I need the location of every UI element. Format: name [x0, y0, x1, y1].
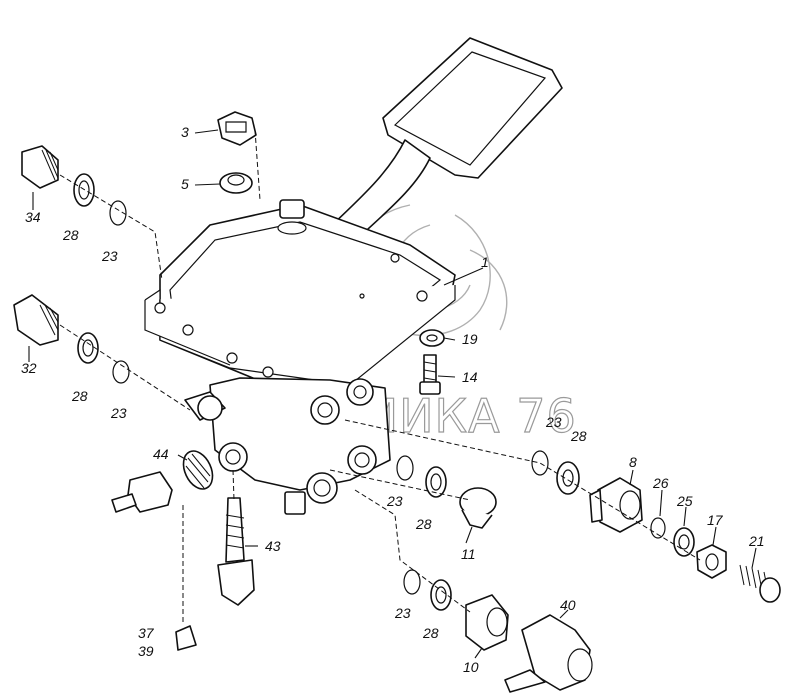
washer-23-middle — [396, 455, 414, 481]
callout-11: 11 — [461, 546, 476, 562]
callout-strokes — [28, 129, 757, 659]
cap-part-37-39 — [175, 625, 197, 651]
washer-part-19 — [419, 329, 445, 347]
nut-part-17 — [696, 544, 727, 579]
spring-fitting-part-21 — [739, 564, 781, 603]
callout-28-middle: 28 — [415, 516, 432, 532]
nut-part-3 — [217, 111, 257, 146]
washer-23-left-upper — [109, 200, 127, 226]
callout-10: 10 — [463, 659, 479, 675]
callout-43: 43 — [265, 538, 281, 554]
callout-28-left-upper: 28 — [62, 227, 79, 243]
washer-23-right — [531, 450, 549, 476]
callout-21: 21 — [748, 533, 765, 549]
callout-23-left-lower: 23 — [110, 405, 127, 421]
washer-part-26 — [650, 517, 666, 539]
callout-37: 37 — [138, 625, 155, 641]
washer-part-5 — [219, 172, 253, 194]
callout-28-left-lower: 28 — [71, 388, 88, 404]
callout-5: 5 — [181, 176, 189, 192]
washer-28-left-upper — [73, 173, 95, 207]
leader-lines — [59, 129, 701, 625]
callout-8: 8 — [629, 454, 637, 470]
fitting-part-32 — [13, 294, 59, 346]
callout-3: 3 — [181, 124, 189, 140]
callout-23-lower: 23 — [394, 605, 411, 621]
bolt-part-14 — [419, 354, 441, 395]
plug-fitting — [111, 471, 173, 513]
callout-34: 34 — [25, 209, 41, 225]
filter-part-44 — [182, 450, 214, 490]
callout-39: 39 — [138, 643, 154, 659]
washer-28-middle — [425, 466, 447, 498]
washer-23-lower — [403, 569, 421, 595]
washer-28-right — [556, 461, 580, 495]
valve-housing — [144, 199, 456, 515]
union-nut-part-10 — [465, 594, 509, 651]
callout-labels: 3 5 1 19 14 34 28 23 32 28 23 44 43 37 3… — [21, 124, 765, 675]
callout-32: 32 — [21, 360, 37, 376]
callout-23-left-upper: 23 — [101, 248, 118, 264]
washer-23-left-lower — [112, 360, 130, 384]
callout-23-right: 23 — [545, 414, 562, 430]
plug-part-11 — [459, 487, 497, 529]
sensor-part-43 — [217, 497, 255, 606]
callout-14: 14 — [462, 369, 478, 385]
callout-28-right: 28 — [570, 428, 587, 444]
washer-28-lower — [430, 579, 452, 611]
callout-23-middle: 23 — [386, 493, 403, 509]
callout-1: 1 — [481, 254, 489, 270]
callout-44: 44 — [153, 446, 169, 462]
fitting-part-34 — [21, 145, 59, 189]
callout-28-lower: 28 — [422, 625, 439, 641]
union-nut-part-8 — [589, 477, 643, 533]
valve-part-40 — [504, 614, 593, 693]
callout-40: 40 — [560, 597, 576, 613]
callout-26: 26 — [652, 475, 669, 491]
washer-part-25 — [673, 527, 695, 557]
callout-19: 19 — [462, 331, 478, 347]
callout-17: 17 — [707, 512, 724, 528]
callout-25: 25 — [676, 493, 693, 509]
